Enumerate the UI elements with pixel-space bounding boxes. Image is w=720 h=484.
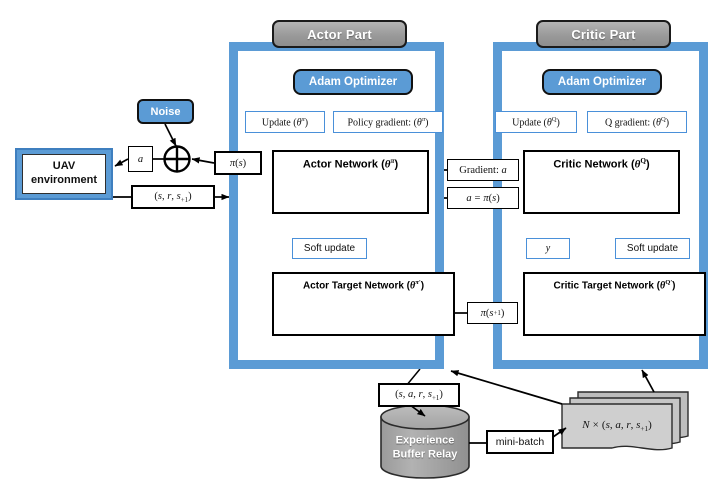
sum-operator-icon: [163, 145, 191, 173]
critic-network-box[interactable]: Critic Network (θQ): [523, 150, 680, 214]
actor-policy-gradient-label: Policy gradient: (θπ): [333, 111, 443, 133]
actor-part-title: Actor Part: [272, 20, 407, 48]
critic-network-title: Critic Network (θQ): [553, 157, 650, 171]
pi-s-box: π(s): [214, 151, 262, 175]
critic-q-gradient-label: Q gradient: (θQ): [587, 111, 687, 133]
actor-target-network-box[interactable]: Actor Target Network (θπ′): [272, 272, 455, 336]
critic-update-label: Update (θQ): [495, 111, 577, 133]
actor-network-box[interactable]: Actor Network (θπ): [272, 150, 429, 214]
gradient-a-label: Gradient: a: [447, 159, 519, 181]
minibatch-box: mini-batch: [486, 430, 554, 454]
a-equals-pi-s-label: a = π(s): [447, 187, 519, 209]
actor-update-label: Update (θπ): [245, 111, 325, 133]
pi-s-next-label: π(s+1): [467, 302, 518, 324]
actor-target-network-title: Actor Target Network (θπ′): [302, 279, 425, 292]
action-a-box: a: [128, 146, 153, 172]
sample-tuple-box: (s, a, r, s+1): [378, 383, 460, 407]
minibatch-batch-label: N × (s, a, r, s+1): [582, 418, 652, 434]
critic-adam-optimizer[interactable]: Adam Optimizer: [542, 69, 662, 95]
critic-target-network-title: Critic Target Network (θQ′): [553, 279, 676, 292]
critic-y-label: y: [526, 238, 570, 259]
critic-part-title: Critic Part: [536, 20, 671, 48]
actor-adam-optimizer[interactable]: Adam Optimizer: [293, 69, 413, 95]
critic-target-network-box[interactable]: Critic Target Network (θQ′): [523, 272, 706, 336]
minibatch-stack: [561, 391, 689, 451]
transition-tuple-box: (s, r, s+1): [131, 185, 215, 209]
noise-box[interactable]: Noise: [137, 99, 194, 124]
actor-soft-update-label: Soft update: [292, 238, 367, 259]
critic-soft-update-label: Soft update: [615, 238, 690, 259]
actor-network-title: Actor Network (θπ): [302, 157, 399, 171]
